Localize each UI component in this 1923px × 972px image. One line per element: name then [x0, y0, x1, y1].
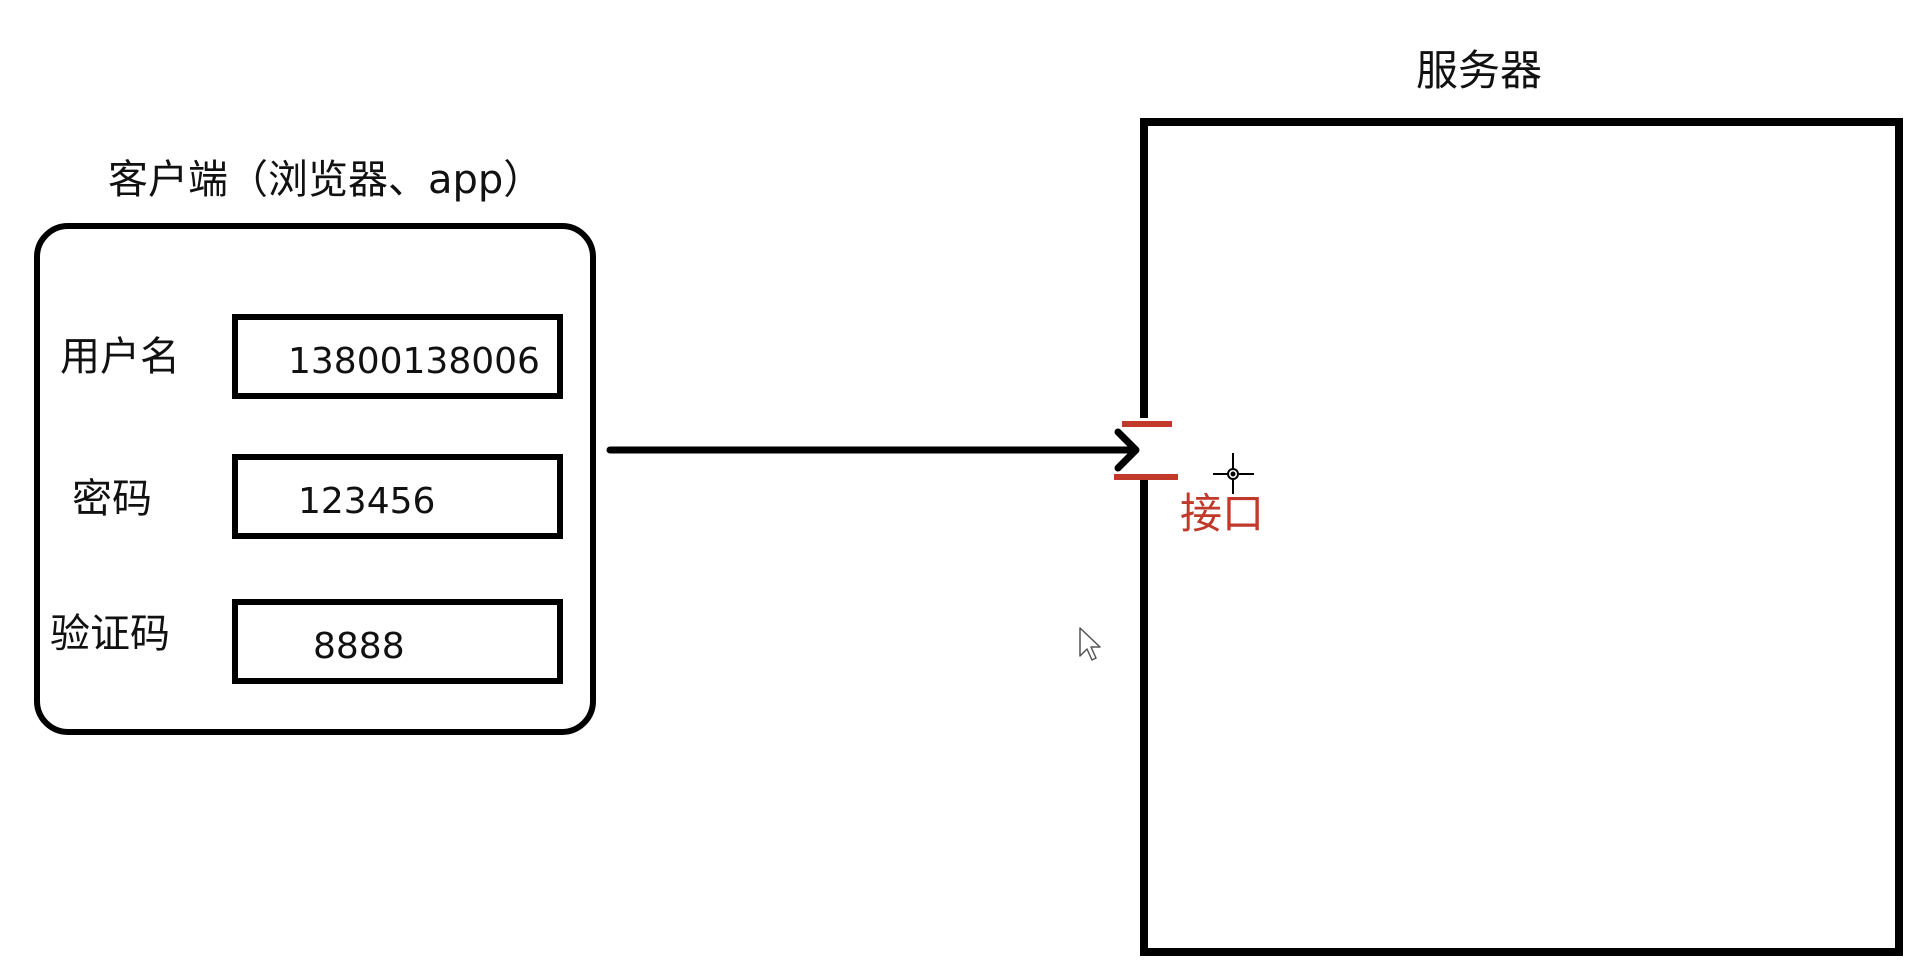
password-field[interactable]: 123456	[232, 454, 563, 539]
username-label: 用户名	[60, 334, 180, 380]
interface-label: 接口	[1180, 489, 1265, 538]
server-box	[1140, 118, 1903, 956]
captcha-value: 8888	[313, 626, 405, 667]
password-label: 密码	[72, 476, 152, 522]
captcha-field[interactable]: 8888	[232, 599, 563, 684]
server-title: 服务器	[1416, 46, 1543, 95]
client-box: 用户名 13800138006 密码 123456 验证码 8888	[34, 223, 596, 735]
right-arrow-icon	[606, 428, 1140, 472]
captcha-label: 验证码	[50, 611, 170, 657]
username-field[interactable]: 13800138006	[232, 314, 563, 399]
client-title: 客户端（浏览器、app）	[108, 157, 544, 203]
password-value: 123456	[298, 481, 436, 522]
username-value: 13800138006	[288, 341, 540, 382]
mouse-pointer-icon	[1079, 627, 1101, 661]
